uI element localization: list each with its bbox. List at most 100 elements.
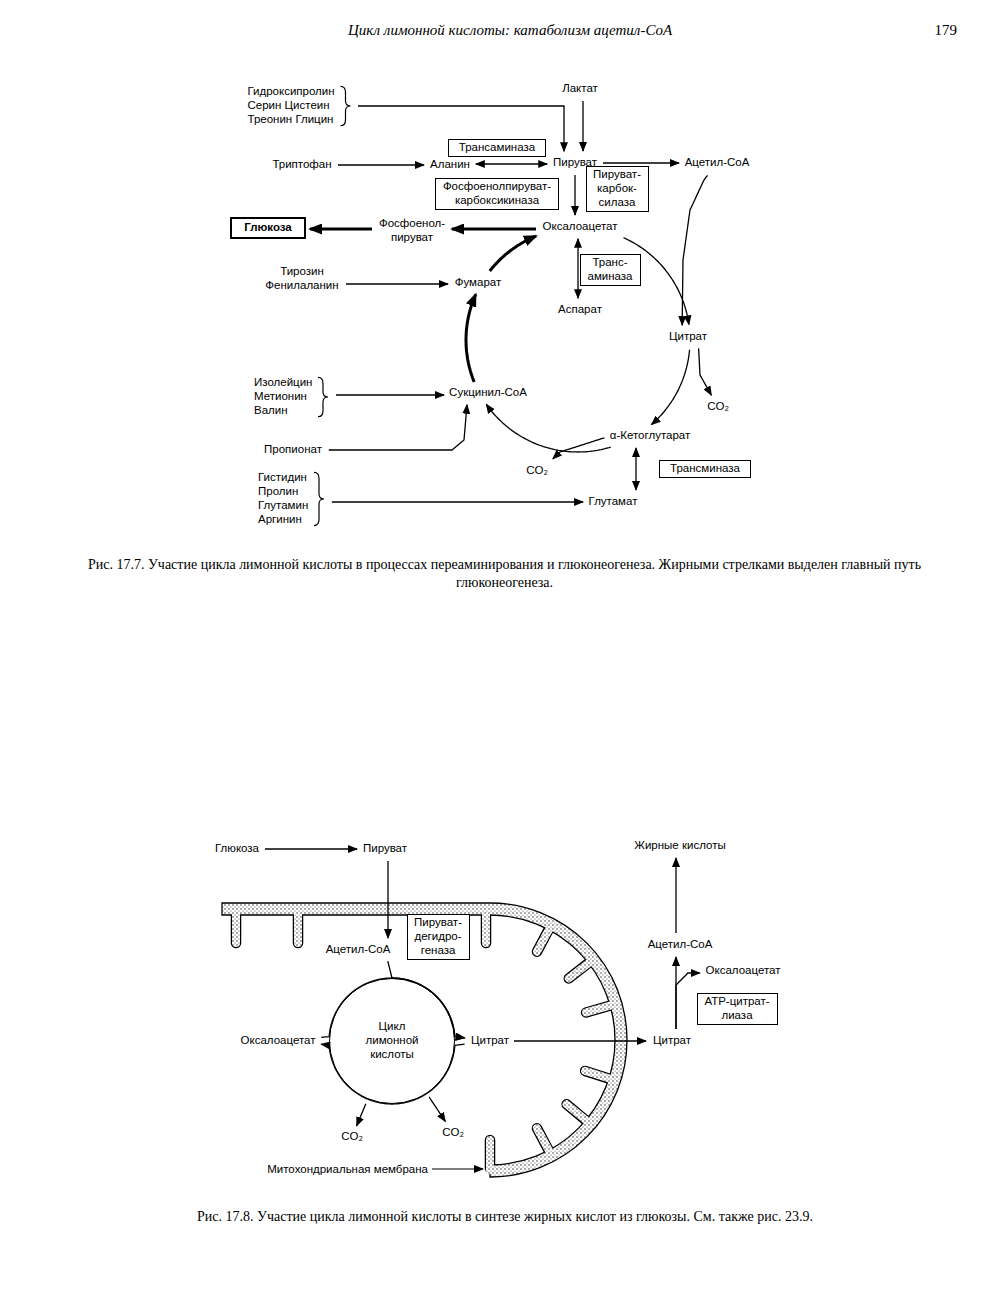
crista bbox=[585, 1071, 612, 1080]
node-text: Фосфоенолпируват- карбоксикиназа bbox=[441, 180, 553, 208]
metabolite-label: Цитрат bbox=[667, 329, 709, 345]
metabolite-label: Фумарат bbox=[453, 275, 503, 291]
metabolite-label: Аспарат bbox=[556, 302, 604, 318]
node-text: Глюкоза bbox=[244, 221, 292, 235]
reaction-arrow bbox=[357, 1104, 366, 1126]
node-text: Ацетил-CoA bbox=[326, 943, 391, 957]
metabolite-label: Ацетил-CoA bbox=[324, 942, 393, 958]
metabolite-label: Глюкоза bbox=[213, 841, 261, 857]
node-text: Жирные кислоты bbox=[634, 839, 725, 853]
enzyme-box: Пируват- карбок- силаза bbox=[586, 166, 649, 211]
metabolite-label: CO₂ bbox=[705, 399, 731, 415]
crista-outline bbox=[569, 961, 591, 978]
amino-acid-group: Изолейцин Метионин Валин bbox=[252, 375, 332, 418]
brace bbox=[314, 472, 324, 525]
metabolite-label: α-Кетоглутарат bbox=[608, 428, 692, 444]
crista bbox=[294, 909, 302, 943]
node-text: Тирозин Фенилаланин bbox=[264, 265, 341, 293]
metabolite-label: CO₂ bbox=[440, 1125, 466, 1141]
reaction-arrow bbox=[476, 163, 547, 164]
metabolite-label: Ацетил-CoA bbox=[646, 937, 715, 953]
page-header: Цикл лимонной кислоты: катаболизм ацетил… bbox=[290, 22, 730, 39]
metabolite-label: Жирные кислоты bbox=[632, 838, 727, 854]
node-text: Фумарат bbox=[455, 276, 501, 290]
reaction-arrow bbox=[310, 228, 372, 231]
reaction-arrow bbox=[651, 350, 689, 425]
node-text: Изолейцин Метионин Валин bbox=[254, 376, 316, 417]
metabolite-label: Глутамат bbox=[587, 494, 640, 510]
reaction-arrow bbox=[332, 501, 583, 502]
node-text: Триптофан bbox=[272, 158, 331, 172]
crista-outline bbox=[537, 1128, 550, 1153]
node-text: Глюкоза bbox=[215, 842, 259, 856]
reaction-arrow bbox=[675, 858, 676, 933]
enzyme-box: Трансаминаза bbox=[448, 139, 546, 157]
node-text: Пируват- дегидро- геназа bbox=[413, 916, 464, 957]
node-text: Цитрат bbox=[669, 330, 707, 344]
node-text: Цитрат bbox=[471, 1034, 509, 1048]
node-text: Пропионат bbox=[264, 443, 322, 457]
node-text: Цикл лимонной кислоты bbox=[364, 1020, 420, 1061]
metabolite-label: Лактат bbox=[560, 81, 600, 97]
reaction-arrow bbox=[466, 294, 476, 382]
crista-outline bbox=[567, 1104, 588, 1122]
node-text: Цитрат bbox=[653, 1034, 691, 1048]
amino-acid-group: Гидроксипролин Серин Цистеин Треонин Гли… bbox=[246, 84, 355, 127]
node-text: CO₂ bbox=[341, 1130, 363, 1144]
crista bbox=[537, 1128, 550, 1153]
amino-acid-group: Гистидин Пролин Глутамин Аргинин bbox=[256, 470, 328, 527]
reaction-arrow bbox=[582, 101, 583, 151]
reaction-arrow bbox=[682, 175, 707, 325]
crista-outline bbox=[585, 1071, 612, 1080]
reaction-arrow bbox=[603, 162, 679, 163]
crista bbox=[486, 1140, 494, 1170]
metabolite-label: Сукцинил-CoA bbox=[447, 385, 529, 401]
crista bbox=[537, 927, 550, 952]
reaction-arrow bbox=[577, 239, 578, 298]
node-text: Оксалоацетат bbox=[543, 220, 618, 234]
mitochondrial-membrane bbox=[222, 903, 627, 1177]
enzyme-box: Транс- аминаза bbox=[580, 254, 641, 286]
reaction-arrow bbox=[346, 283, 448, 284]
crista bbox=[569, 961, 592, 978]
crista-outline bbox=[537, 927, 550, 952]
enzyme-box: АТР-цитрат- лиаза bbox=[697, 993, 778, 1025]
node-text: Фосфоенол- пируват bbox=[377, 217, 447, 245]
reaction-arrow bbox=[265, 848, 357, 849]
metabolite-label: Триптофан bbox=[270, 157, 333, 173]
reaction-arrow bbox=[635, 448, 636, 490]
reaction-arrow bbox=[452, 228, 536, 231]
reaction-arrow bbox=[514, 1040, 646, 1041]
product-box: Глюкоза bbox=[230, 217, 306, 239]
figure-caption: Рис. 17.7. Участие цикла лимонной кислот… bbox=[52, 556, 957, 592]
brace bbox=[318, 377, 328, 416]
metabolite-label: Пропионат bbox=[262, 442, 324, 458]
reaction-arrow bbox=[574, 175, 575, 215]
node-text: CO₂ bbox=[442, 1126, 464, 1140]
node-text: Глутамат bbox=[589, 495, 638, 509]
crista bbox=[232, 909, 240, 943]
metabolite-label: CO₂ bbox=[524, 463, 550, 479]
node-text: Ацетил-CoA bbox=[685, 156, 750, 170]
reaction-arrow bbox=[486, 404, 610, 452]
node-text: Гистидин Пролин Глутамин Аргинин bbox=[258, 471, 312, 526]
metabolite-label: Цитрат bbox=[469, 1033, 511, 1049]
node-text: α-Кетоглутарат bbox=[610, 429, 690, 443]
node-text: CO₂ bbox=[707, 400, 729, 414]
metabolite-label: Ацетил-CoA bbox=[683, 155, 752, 171]
node-text: Оксалоацетат bbox=[241, 1034, 316, 1048]
reaction-arrow bbox=[553, 438, 605, 459]
metabolite-label: Пируват bbox=[361, 841, 409, 857]
metabolite-label: CO₂ bbox=[339, 1129, 365, 1145]
metabolite-label: Оксалоацетат bbox=[541, 219, 620, 235]
node-text: Трансминаза bbox=[670, 462, 740, 476]
node-text: Ацетил-CoA bbox=[648, 938, 713, 952]
metabolite-label: Аланин bbox=[428, 157, 472, 173]
reaction-arrow bbox=[338, 164, 424, 165]
reaction-arrow bbox=[336, 394, 444, 395]
reaction-arrow bbox=[429, 1097, 445, 1122]
node-text: Лактат bbox=[562, 82, 598, 96]
crista bbox=[586, 1005, 613, 1013]
figure-caption: Рис. 17.8. Участие цикла лимонной кислот… bbox=[60, 1208, 950, 1226]
page-number: 179 bbox=[905, 22, 957, 39]
